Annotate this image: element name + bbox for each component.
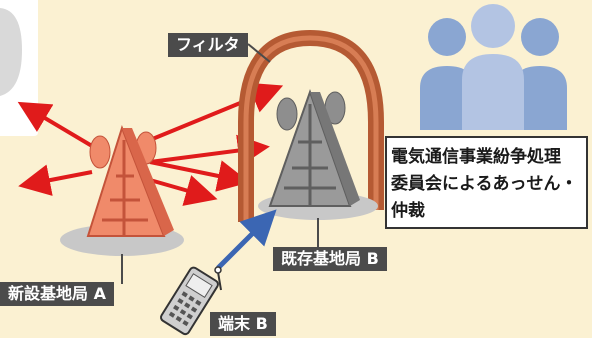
- info-panel-edge: [0, 0, 38, 136]
- mediation-note: 電気通信事業紛争処理 委員会によるあっせん・ 仲裁: [385, 136, 588, 229]
- new-base-station-a-icon: [60, 124, 184, 256]
- existing-base-station-b-icon: [258, 88, 378, 220]
- mobile-phone-icon: [159, 266, 222, 336]
- existing-station-label: 既存基地局 B: [273, 247, 387, 271]
- terminal-label: 端末 B: [210, 312, 276, 336]
- signal-arrow: [18, 164, 93, 196]
- new-station-label: 新設基地局 A: [0, 282, 114, 306]
- committee-people-icon: [420, 4, 567, 130]
- filter-label: フィルタ: [168, 33, 248, 57]
- signal-arrow: [149, 175, 218, 206]
- signal-arrow: [17, 101, 94, 148]
- uplink-arrow: [216, 209, 277, 270]
- label-leaders: [121, 43, 319, 284]
- signal-arrow: [149, 160, 250, 192]
- filter-arch-icon: [238, 29, 384, 222]
